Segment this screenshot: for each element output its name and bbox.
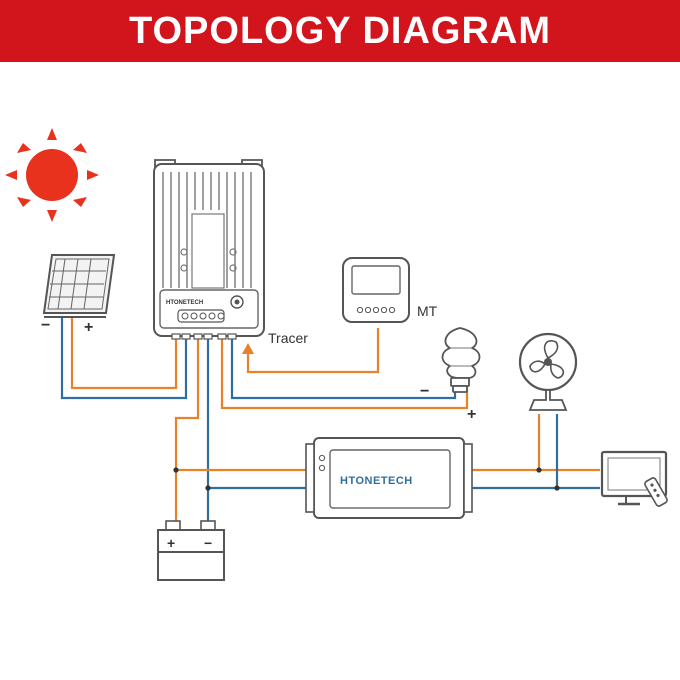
meter-link-arrowhead bbox=[242, 343, 254, 354]
solar-negative-symbol: − bbox=[41, 317, 50, 334]
load-positive-wire bbox=[220, 338, 469, 410]
display-meter-icon bbox=[342, 257, 410, 323]
inverter-icon bbox=[305, 437, 473, 519]
fan-icon bbox=[518, 332, 578, 411]
battery-negative-symbol: − bbox=[204, 535, 212, 551]
bulb-positive-symbol: + bbox=[467, 406, 476, 423]
meter-link-wire bbox=[246, 328, 380, 374]
light-bulb-icon bbox=[441, 327, 481, 393]
wire-junctions bbox=[173, 467, 560, 491]
charge-controller: HTONETECH bbox=[153, 159, 265, 340]
tracer-label: Tracer bbox=[268, 330, 308, 346]
solar-positive-wire bbox=[70, 318, 178, 390]
bulb-negative-symbol: − bbox=[420, 383, 429, 400]
solar-negative-wire bbox=[60, 318, 188, 400]
meter-label: MT bbox=[417, 303, 438, 319]
load-negative-wire bbox=[230, 338, 457, 400]
title-banner: TOPOLOGY DIAGRAM bbox=[0, 0, 680, 62]
battery-icon bbox=[157, 520, 225, 581]
battery-positive-symbol: + bbox=[167, 535, 175, 551]
controller-brand: HTONETECH bbox=[166, 300, 203, 306]
solar-positive-symbol: + bbox=[84, 319, 93, 336]
solar-panel-icon bbox=[42, 254, 116, 318]
page-title: TOPOLOGY DIAGRAM bbox=[128, 9, 552, 52]
wiring bbox=[60, 318, 600, 522]
sun-icon bbox=[5, 128, 99, 222]
television-icon bbox=[600, 450, 668, 507]
inverter-brand: HTONETECH bbox=[340, 475, 413, 487]
